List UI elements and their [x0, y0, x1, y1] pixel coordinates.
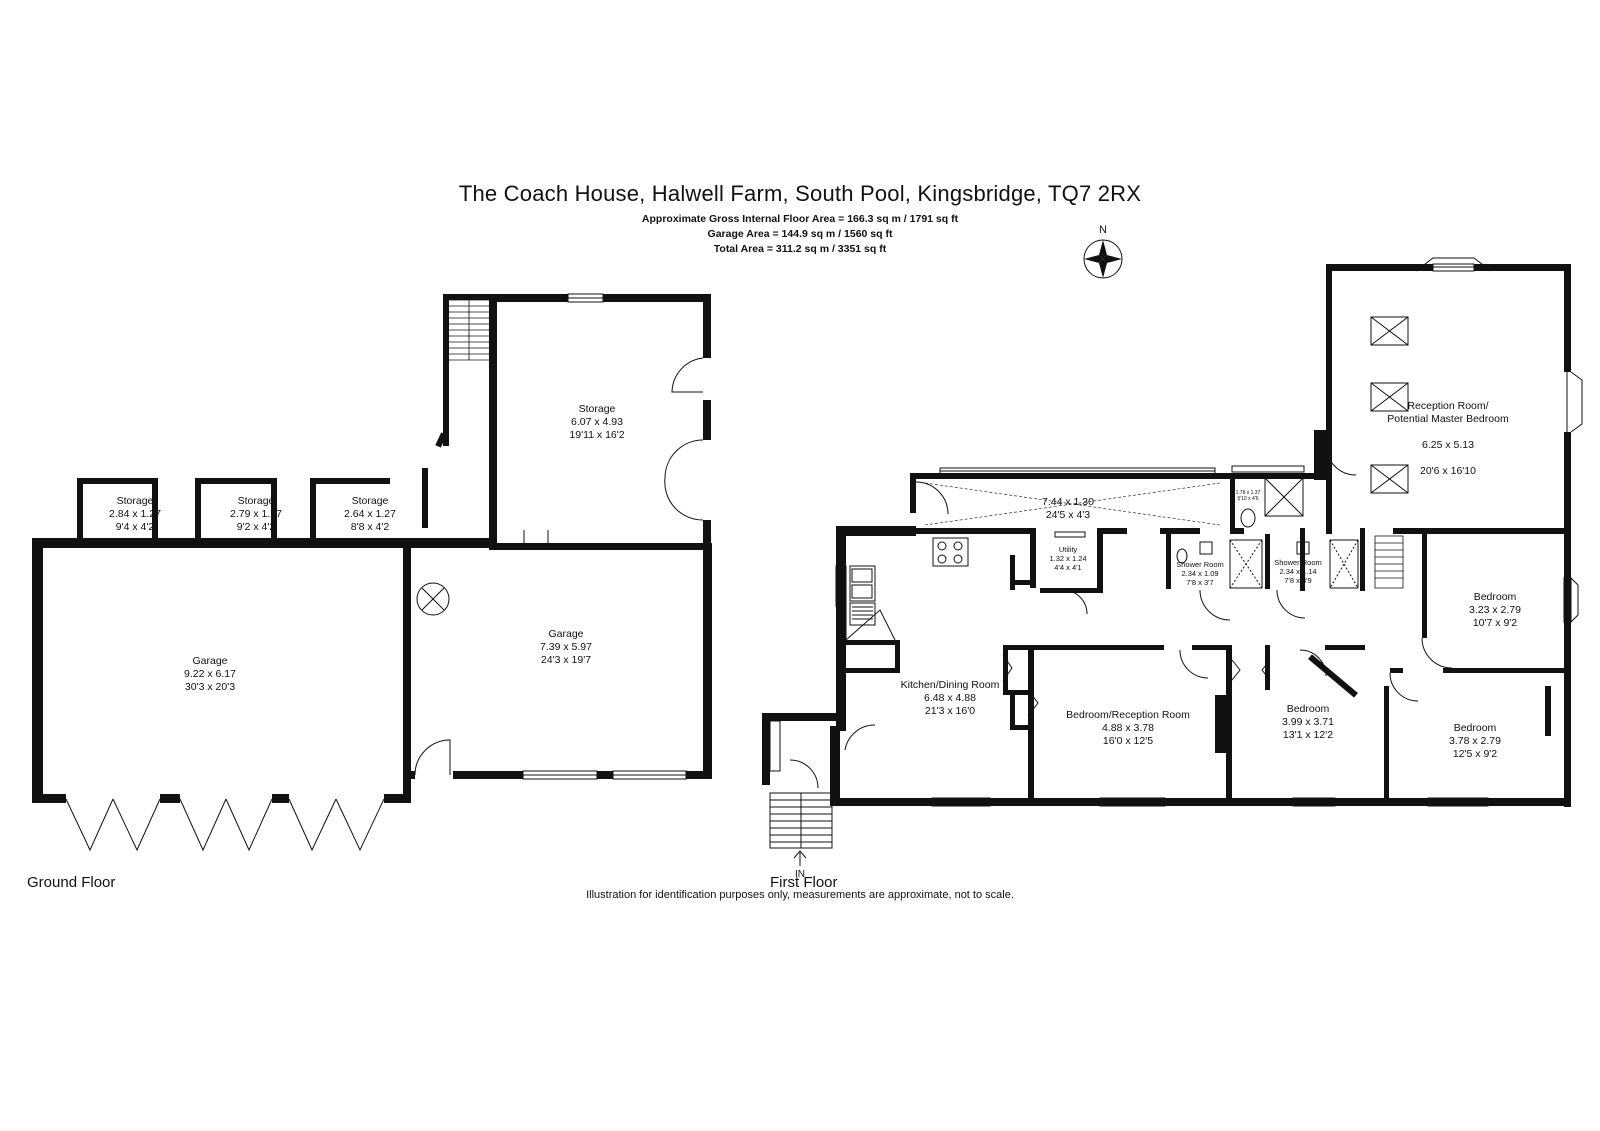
room-metric: 4.88 x 3.78: [1102, 722, 1154, 734]
room-imperial: 7'8 x 3'9: [1284, 576, 1312, 585]
ground-floor-details: [65, 293, 704, 852]
room-metric: 6.07 x 4.93: [571, 416, 623, 428]
room-metric: 2.34 x 1.14: [1279, 567, 1317, 576]
ff-landing-label: 7.44 x 1.30 24'5 x 4'3: [1042, 496, 1094, 522]
ff-bedroom-4-label: Bedroom 3.78 x 2.79 12'5 x 9'2: [1449, 722, 1501, 761]
room-imperial: 16'0 x 12'5: [1102, 735, 1154, 747]
room-imperial: 9'2 x 4'2: [236, 521, 276, 533]
ff-bedroom-3-label: Bedroom 3.99 x 3.71 13'1 x 12'2: [1282, 703, 1334, 742]
first-floor-label: First Floor: [770, 874, 838, 891]
room-name: Garage: [548, 628, 584, 640]
room-metric: 2.84 x 1.27: [109, 508, 161, 520]
room-imperial: 4'4 x 4'1: [1054, 563, 1082, 572]
room-name: Shower Room: [1176, 560, 1224, 569]
room-metric: 3.99 x 3.71: [1282, 716, 1334, 728]
room-imperial: 8'8 x 4'2: [350, 521, 390, 533]
room-metric: 7.44 x 1.30: [1042, 496, 1094, 508]
room-metric: 9.22 x 6.17: [184, 668, 236, 680]
total-area-text: Total Area = 311.2 sq m / 3351 sq ft: [713, 243, 887, 255]
room-metric: 2.64 x 1.27: [344, 508, 396, 520]
room-name: Kitchen/Dining Room: [900, 679, 1000, 691]
room-imperial: 21'3 x 16'0: [924, 705, 976, 717]
ff-wc-label: 1.78 x 1.37 5'10 x 4'6: [1236, 490, 1261, 502]
ff-bedroom-reception-label: Bedroom/Reception Room 4.88 x 3.78 16'0 …: [1066, 709, 1190, 748]
compass-north-label: N: [1099, 224, 1107, 236]
ground-floor-walls: [32, 294, 712, 803]
page-title: The Coach House, Halwell Farm, South Poo…: [458, 181, 1142, 206]
room-metric: 1.78 x 1.37: [1235, 490, 1261, 496]
ff-shower-room-2-label: Shower Room 2.34 x 1.14 7'8 x 3'9: [1274, 558, 1322, 585]
room-name: Reception Room/ Potential Master Bedroom: [1387, 400, 1509, 425]
garage-area-text: Garage Area = 144.9 sq m / 1560 sq ft: [707, 228, 893, 240]
room-name: Bedroom/Reception Room: [1066, 709, 1190, 721]
room-imperial: 9'4 x 4'2: [115, 521, 155, 533]
gf-garage-2-label: Garage 7.39 x 5.97 24'3 x 19'7: [540, 628, 592, 667]
compass-rose: [1083, 239, 1123, 279]
gf-storage-1-label: Storage 2.84 x 1.27 9'4 x 4'2: [109, 495, 161, 534]
room-name: Storage: [116, 495, 154, 507]
room-name: Storage: [578, 403, 616, 415]
room-name: Utility: [1058, 545, 1078, 554]
room-metric: 1.32 x 1.24: [1049, 554, 1087, 563]
gf-storage-main-label: Storage 6.07 x 4.93 19'11 x 16'2: [569, 403, 624, 442]
room-imperial: 19'11 x 16'2: [569, 429, 625, 441]
room-metric: 2.34 x 1.09: [1181, 569, 1219, 578]
room-metric: 3.23 x 2.79: [1469, 604, 1521, 616]
room-imperial: 12'5 x 9'2: [1452, 748, 1498, 760]
disclaimer-text: Illustration for identification purposes…: [586, 889, 1014, 901]
room-name: Garage: [192, 655, 228, 667]
room-metric: 6.25 x 5.13: [1422, 439, 1474, 451]
gf-storage-2-label: Storage 2.79 x 1.27 9'2 x 4'2: [230, 495, 282, 534]
ground-floor-label: Ground Floor: [27, 874, 116, 891]
ff-bedroom-2-label: Bedroom 3.23 x 2.79 10'7 x 9'2: [1469, 591, 1521, 630]
room-imperial: 20'6 x 16'10: [1420, 465, 1476, 477]
ff-master-bedroom-label: Reception Room/ Potential Master Bedroom…: [1387, 387, 1508, 491]
room-metric: 3.78 x 2.79: [1449, 735, 1501, 747]
room-imperial: 24'3 x 19'7: [540, 654, 592, 666]
room-metric: 7.39 x 5.97: [540, 641, 592, 653]
room-imperial: 13'1 x 12'2: [1282, 729, 1334, 741]
room-name: Bedroom: [1286, 703, 1330, 715]
first-floor-details: [769, 257, 1583, 866]
room-imperial: 10'7 x 9'2: [1472, 617, 1518, 629]
gf-garage-1-label: Garage 9.22 x 6.17 30'3 x 20'3: [184, 655, 236, 694]
room-metric: 6.48 x 4.88: [924, 692, 976, 704]
room-imperial: 24'5 x 4'3: [1045, 509, 1091, 521]
room-imperial: 7'8 x 3'7: [1186, 578, 1214, 587]
room-name: Storage: [351, 495, 389, 507]
ff-kitchen-dining-label: Kitchen/Dining Room 6.48 x 4.88 21'3 x 1…: [901, 679, 1000, 718]
room-name: Shower Room: [1274, 558, 1322, 567]
room-name: Bedroom: [1453, 722, 1497, 734]
ff-shower-room-1-label: Shower Room 2.34 x 1.09 7'8 x 3'7: [1176, 560, 1224, 587]
room-name: Bedroom: [1473, 591, 1517, 603]
room-metric: 2.79 x 1.27: [230, 508, 282, 520]
gf-storage-3-label: Storage 2.64 x 1.27 8'8 x 4'2: [344, 495, 396, 534]
gross-area-text: Approximate Gross Internal Floor Area = …: [641, 213, 959, 225]
room-imperial: 30'3 x 20'3: [184, 681, 236, 693]
entrance-label: IN: [795, 869, 805, 880]
ff-utility-label: Utility 1.32 x 1.24 4'4 x 4'1: [1049, 545, 1086, 572]
room-imperial: 5'10 x 4'6: [1237, 496, 1259, 502]
room-name: Storage: [237, 495, 275, 507]
